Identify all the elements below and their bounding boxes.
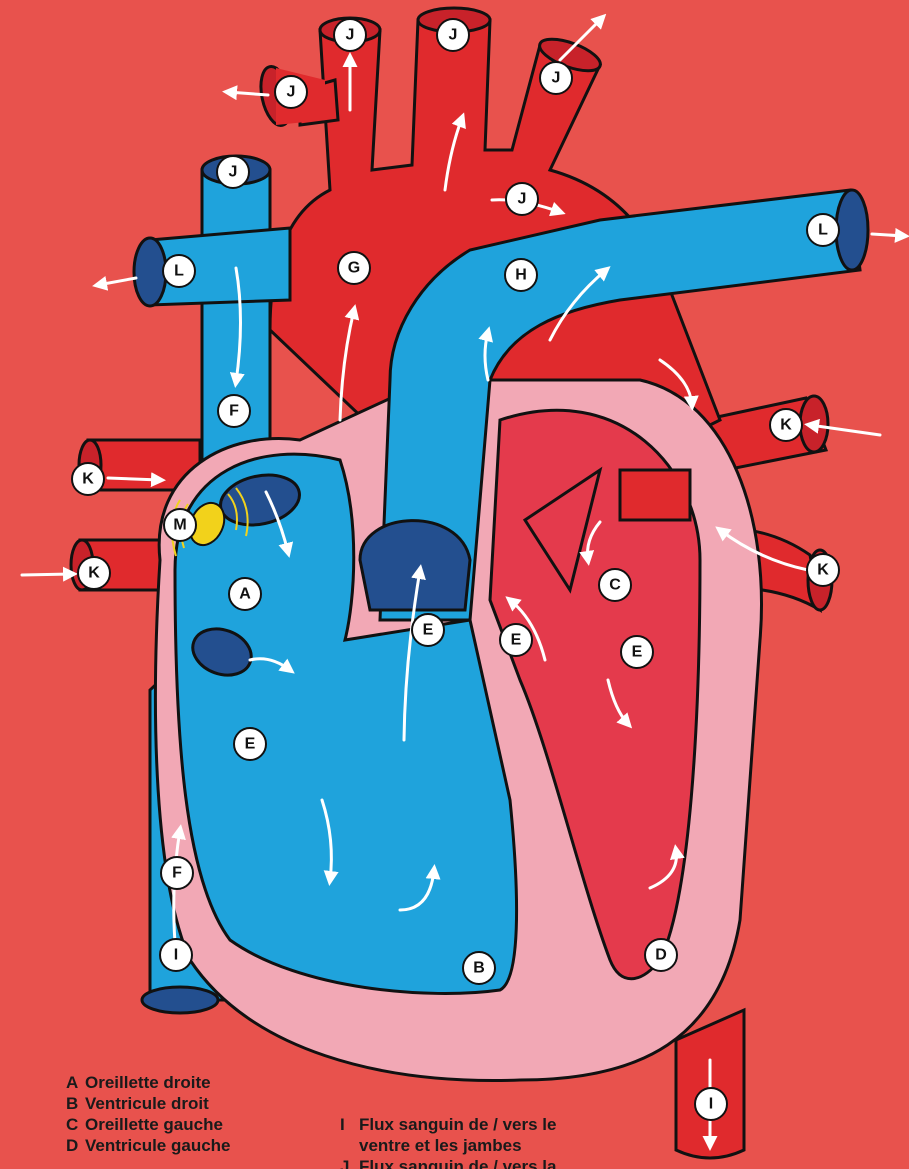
svg-text:M: M <box>173 517 186 534</box>
svg-text:K: K <box>817 562 829 579</box>
marker-g: G <box>338 252 370 284</box>
marker-f-1: F <box>218 395 250 427</box>
pulmonary-artery-left <box>134 228 290 306</box>
svg-text:F: F <box>229 403 239 420</box>
svg-text:I: I <box>174 947 178 964</box>
marker-j-5: J <box>217 156 249 188</box>
marker-f-2: F <box>161 857 193 889</box>
svg-text:J: J <box>518 191 527 208</box>
marker-e-2: E <box>500 624 532 656</box>
svg-text:K: K <box>88 565 100 582</box>
marker-a: A <box>229 578 261 610</box>
marker-j-4: J <box>275 76 307 108</box>
svg-text:E: E <box>245 736 256 753</box>
svg-text:E: E <box>511 632 522 649</box>
svg-text:J: J <box>287 84 296 101</box>
svg-text:C: C <box>609 577 621 594</box>
svg-text:G: G <box>348 260 360 277</box>
marker-k-3: K <box>78 557 110 589</box>
marker-j-1: J <box>334 19 366 51</box>
marker-k-4: K <box>807 554 839 586</box>
marker-i-1: I <box>160 939 192 971</box>
svg-text:H: H <box>515 267 527 284</box>
svg-text:J: J <box>229 164 238 181</box>
svg-text:I: I <box>709 1096 713 1113</box>
legend-item-i-cont: ventre et les jambes <box>340 1135 556 1156</box>
marker-e-4: E <box>234 728 266 760</box>
marker-l-2: L <box>163 255 195 287</box>
svg-text:L: L <box>818 222 828 239</box>
marker-i-2: I <box>695 1088 727 1120</box>
marker-m: M <box>164 509 196 541</box>
marker-b: B <box>463 952 495 984</box>
marker-k-2: K <box>72 463 104 495</box>
marker-c: C <box>599 569 631 601</box>
svg-text:B: B <box>473 960 485 977</box>
svg-text:E: E <box>632 644 643 661</box>
svg-text:E: E <box>423 622 434 639</box>
svg-text:K: K <box>82 471 94 488</box>
svg-text:J: J <box>449 27 458 44</box>
marker-j-6: J <box>506 183 538 215</box>
marker-k-1: K <box>770 409 802 441</box>
svg-text:D: D <box>655 947 667 964</box>
svg-text:K: K <box>780 417 792 434</box>
marker-j-2: J <box>437 19 469 51</box>
svg-text:J: J <box>552 70 561 87</box>
svg-text:L: L <box>174 263 184 280</box>
marker-e-1: E <box>412 614 444 646</box>
svg-text:J: J <box>346 27 355 44</box>
marker-e-3: E <box>621 636 653 668</box>
marker-j-3: J <box>540 62 572 94</box>
marker-d: D <box>645 939 677 971</box>
svg-text:A: A <box>239 586 251 603</box>
svg-text:F: F <box>172 865 182 882</box>
marker-h: H <box>505 259 537 291</box>
marker-l-1: L <box>807 214 839 246</box>
